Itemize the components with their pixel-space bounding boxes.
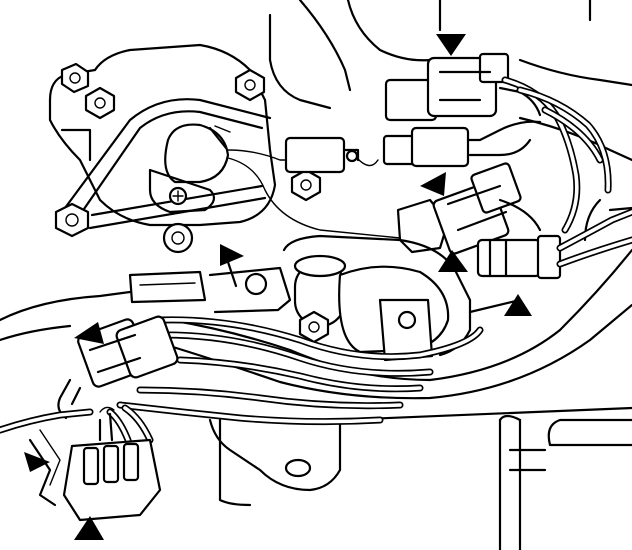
throttle-body — [128, 234, 522, 362]
right-sensor — [476, 208, 632, 280]
bracket-plate — [48, 43, 277, 227]
bottom-left-connector — [62, 406, 162, 522]
tensioner-pulley — [162, 222, 194, 254]
arrow-lower-left — [24, 452, 50, 472]
pointer-arrows — [24, 34, 532, 540]
drive-belt — [63, 98, 272, 230]
bolt — [54, 202, 90, 238]
arrow-mid-connector — [420, 172, 446, 196]
wire-bundle-right — [501, 76, 612, 234]
intake-lower — [0, 248, 632, 550]
arrow-right-sensor — [504, 294, 532, 316]
arrow-center-right — [438, 250, 468, 272]
bolt — [84, 86, 116, 120]
arrow-center-left — [220, 244, 244, 266]
arrow-bottom-left — [74, 516, 104, 540]
bolt — [60, 62, 90, 94]
wire-harness-main — [106, 316, 484, 444]
arrow-left-connector — [74, 322, 104, 344]
bolt — [234, 68, 266, 102]
bolt — [290, 168, 322, 202]
crank-angle-sensor — [148, 123, 231, 214]
arrow-top-connector — [436, 34, 466, 56]
mid-connector-assembly — [396, 162, 542, 255]
left-connector — [57, 315, 179, 420]
left-lower-wires — [0, 408, 94, 507]
upper-small-connector — [227, 136, 401, 239]
top-connector-assembly — [382, 52, 542, 168]
